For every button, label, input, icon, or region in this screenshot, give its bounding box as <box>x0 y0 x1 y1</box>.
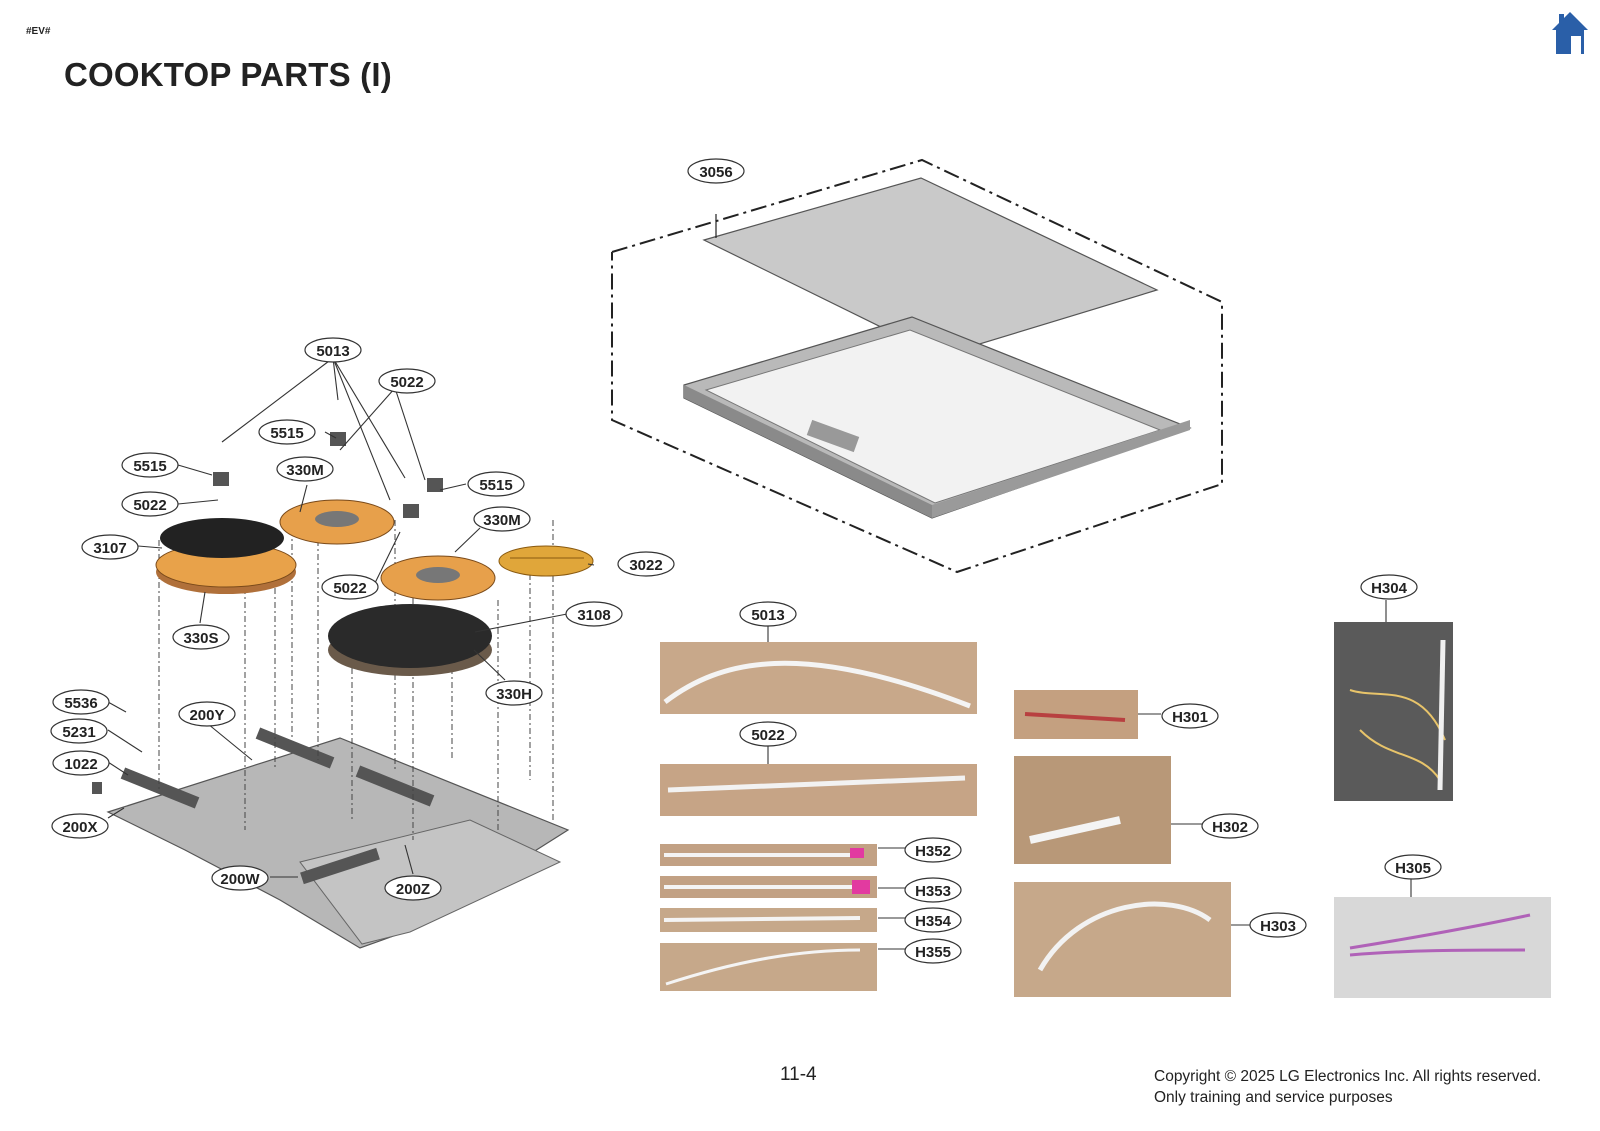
svg-text:330H: 330H <box>496 686 532 703</box>
svg-text:5013: 5013 <box>751 607 784 624</box>
callout-200Z: 200Z <box>384 875 442 901</box>
callout-5231: 5231 <box>50 718 108 744</box>
callout-H304: H304 <box>1360 574 1418 600</box>
svg-text:5022: 5022 <box>390 374 423 391</box>
callout-H354: H354 <box>904 907 962 933</box>
svg-text:330M: 330M <box>286 462 324 479</box>
svg-text:5536: 5536 <box>64 695 97 712</box>
page-number: 11-4 <box>780 1064 817 1085</box>
callout-5013-photo: 5013 <box>739 601 797 627</box>
callout-5022-b: 5022 <box>121 491 179 517</box>
svg-text:H305: H305 <box>1395 860 1431 877</box>
svg-text:H354: H354 <box>915 913 952 930</box>
callout-5013-top: 5013 <box>304 337 362 363</box>
callout-5515-b: 5515 <box>121 452 179 478</box>
glass-top-assembly <box>611 158 1223 574</box>
svg-text:3056: 3056 <box>699 164 732 181</box>
svg-text:5022: 5022 <box>751 727 784 744</box>
svg-text:200X: 200X <box>62 819 97 836</box>
callout-5515-c: 5515 <box>467 471 525 497</box>
callout-H355: H355 <box>904 938 962 964</box>
callout-200Y: 200Y <box>178 701 236 727</box>
callout-3056: 3056 <box>687 158 745 184</box>
svg-text:H303: H303 <box>1260 918 1296 935</box>
svg-text:H301: H301 <box>1172 709 1208 726</box>
callout-200X: 200X <box>51 813 109 839</box>
svg-text:5515: 5515 <box>479 477 512 494</box>
callout-H302: H302 <box>1201 813 1259 839</box>
callout-H303: H303 <box>1249 912 1307 938</box>
callout-330H: 330H <box>485 680 543 706</box>
coil-assembly <box>92 432 594 949</box>
callout-3022: 3022 <box>617 551 675 577</box>
svg-text:5231: 5231 <box>62 724 95 741</box>
svg-text:H355: H355 <box>915 944 951 961</box>
svg-text:5022: 5022 <box>333 580 366 597</box>
callout-ovals: 3056 5013 5022 5515 5515 330M 5515 5022 … <box>50 158 1442 964</box>
svg-text:3108: 3108 <box>577 607 610 624</box>
svg-text:5515: 5515 <box>133 458 166 475</box>
copyright-notice: Copyright © 2025 LG Electronics Inc. All… <box>1154 1066 1541 1108</box>
callout-H301: H301 <box>1161 703 1219 729</box>
callout-5022-top: 5022 <box>378 368 436 394</box>
page-title: COOKTOP PARTS (I) <box>64 56 392 93</box>
callout-3108: 3108 <box>565 601 623 627</box>
callout-5536: 5536 <box>52 689 110 715</box>
callout-200W: 200W <box>211 865 269 891</box>
callout-330M-a: 330M <box>276 456 334 482</box>
svg-text:200W: 200W <box>220 871 260 888</box>
svg-text:H302: H302 <box>1212 819 1248 836</box>
svg-text:3107: 3107 <box>93 540 126 557</box>
svg-text:1022: 1022 <box>64 756 97 773</box>
svg-text:3022: 3022 <box>629 557 662 574</box>
photo-panels <box>660 622 1551 998</box>
svg-text:5013: 5013 <box>316 343 349 360</box>
copyright-line-1: Copyright © 2025 LG Electronics Inc. All… <box>1154 1068 1542 1085</box>
svg-text:H353: H353 <box>915 883 951 900</box>
callout-330M-b: 330M <box>473 506 531 532</box>
home-icon[interactable] <box>1550 10 1590 56</box>
callout-H352: H352 <box>904 837 962 863</box>
svg-text:330M: 330M <box>483 512 521 529</box>
callout-5515-a: 5515 <box>258 419 316 445</box>
callout-3107: 3107 <box>81 534 139 560</box>
svg-text:5515: 5515 <box>270 425 303 442</box>
callout-5022-c: 5022 <box>321 574 379 600</box>
svg-text:5022: 5022 <box>133 497 166 514</box>
callout-H305: H305 <box>1384 854 1442 880</box>
callout-1022: 1022 <box>52 750 110 776</box>
copyright-line-2: Only training and service purposes <box>1154 1089 1393 1106</box>
svg-text:H304: H304 <box>1371 580 1408 597</box>
svg-text:200Y: 200Y <box>189 707 224 724</box>
callout-5022-photo: 5022 <box>739 721 797 747</box>
svg-text:330S: 330S <box>183 630 218 647</box>
svg-text:H352: H352 <box>915 843 951 860</box>
document-tag: #EV# <box>26 26 51 37</box>
callout-H353: H353 <box>904 877 962 903</box>
svg-text:200Z: 200Z <box>396 881 430 898</box>
callout-330S: 330S <box>172 624 230 650</box>
